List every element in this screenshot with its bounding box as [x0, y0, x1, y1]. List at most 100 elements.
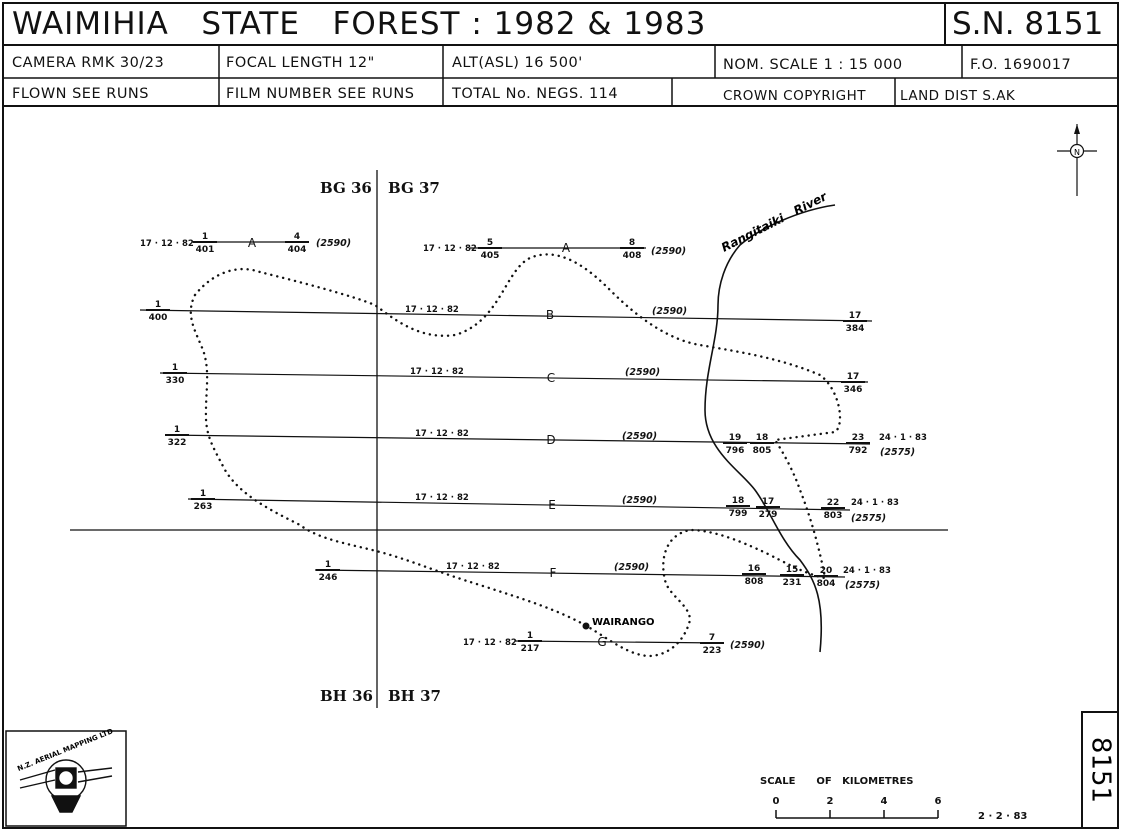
- run-c-end-top: 17: [847, 372, 860, 382]
- sheet-number: S.N. 8151: [952, 6, 1104, 42]
- run-c-start-top: 1: [172, 363, 178, 373]
- scale-tick-0: 0: [773, 796, 780, 807]
- run-c-end-bottom: 346: [844, 385, 863, 395]
- run-g-date: 17 · 12 · 82: [463, 638, 517, 648]
- scale-tick-6: 6: [935, 796, 942, 807]
- run-g-start-top: 1: [527, 631, 533, 641]
- run-f-start-bottom: 246: [319, 573, 338, 583]
- run-d-date: 17 · 12 · 82: [415, 429, 469, 439]
- run-a2-start-top: 5: [487, 238, 493, 248]
- run-d-ext-end-bottom: 792: [849, 446, 868, 456]
- scale-bar: [775, 810, 939, 819]
- side-number: 8151: [1086, 737, 1116, 803]
- scale-tick-2: 2: [827, 796, 834, 807]
- run-e-line: [187, 498, 851, 511]
- run-e-altitude: (2590): [622, 495, 657, 506]
- run-e-start-top: 1: [200, 489, 206, 499]
- run-c-date: 17 · 12 · 82: [410, 367, 464, 377]
- run-d-start-top: 1: [174, 425, 180, 435]
- run-e-end-bottom: 799: [729, 509, 748, 519]
- date-stamp: 2 · 2 · 83: [978, 811, 1027, 822]
- camera-field: CAMERA RMK 30/23: [12, 55, 165, 71]
- run-e-ext-altitude: (2575): [851, 513, 886, 524]
- run-d-altitude: (2590): [622, 431, 657, 442]
- run-a2-end-bottom: 408: [623, 251, 642, 261]
- run-c-start-bottom: 330: [166, 376, 185, 386]
- forest-boundary: [189, 253, 842, 658]
- run-d-end-bottom: 796: [726, 446, 745, 456]
- run-e-date: 17 · 12 · 82: [415, 493, 469, 503]
- run-a1-date: 17 · 12 · 82: [140, 239, 194, 249]
- grid-label-bh37: BH 37: [388, 687, 441, 705]
- aerial-mapping-logo: [19, 759, 113, 813]
- run-d-ext-end-top: 23: [852, 433, 865, 443]
- land-dist-field: LAND DIST S.AK: [900, 88, 1016, 104]
- flown-field: FLOWN SEE RUNS: [12, 86, 149, 102]
- wairango-point: [582, 622, 590, 630]
- north-arrow-icon: [1057, 124, 1097, 196]
- run-d-ext-start-bottom: 805: [753, 446, 772, 456]
- run-g-altitude: (2590): [730, 640, 765, 651]
- run-b-label: B: [546, 308, 554, 322]
- run-f-ext-start-top: 15: [786, 565, 799, 575]
- grid-label-bg36: BG 36: [320, 179, 372, 197]
- run-e-start-bottom: 263: [194, 502, 213, 512]
- run-a2-altitude: (2590): [651, 246, 686, 257]
- run-a1-start-bottom: 401: [196, 245, 215, 255]
- run-b-start-top: 1: [155, 300, 161, 310]
- side-number-box: [1081, 711, 1119, 829]
- run-f-ext-date: 24 · 1 · 83: [843, 566, 891, 576]
- scale-tick-4: 4: [881, 796, 888, 807]
- run-d-start-bottom: 322: [168, 438, 187, 448]
- place-label-wairango: WAIRANGO: [592, 617, 655, 628]
- run-f-start-top: 1: [325, 560, 331, 570]
- run-b-line: [139, 309, 873, 322]
- run-a1-start-top: 1: [202, 232, 208, 242]
- logo-text: N.Z. AERIAL MAPPING LTD: [16, 727, 114, 773]
- run-e-label: E: [548, 498, 556, 512]
- fo-field: F.O. 1690017: [970, 57, 1072, 73]
- run-g-start-bottom: 217: [521, 644, 540, 654]
- run-d-ext-date: 24 · 1 · 83: [879, 433, 927, 443]
- run-f-end-top: 16: [748, 564, 761, 574]
- run-a1-end-bottom: 404: [288, 245, 307, 255]
- run-a1-label: A: [248, 236, 257, 250]
- logo-box: [5, 730, 127, 827]
- run-a2-start-bottom: 405: [481, 251, 500, 261]
- run-f-ext-altitude: (2575): [845, 580, 880, 591]
- run-e-ext-start-top: 17: [762, 497, 775, 507]
- run-f-end-bottom: 808: [745, 577, 764, 587]
- altitude-field: ALT(ASL) 16 500': [452, 55, 583, 71]
- run-b-start-bottom: 400: [149, 313, 168, 323]
- run-b-altitude: (2590): [652, 306, 687, 317]
- run-a1-end-top: 4: [294, 232, 300, 242]
- run-f-ext-end-bottom: 804: [817, 579, 836, 589]
- run-a1-altitude: (2590): [316, 238, 351, 249]
- run-d-ext-start-top: 18: [756, 433, 769, 443]
- run-g-line: [514, 640, 723, 644]
- film-number-field: FILM NUMBER SEE RUNS: [226, 86, 415, 102]
- run-f-label: F: [550, 566, 557, 580]
- scale-title: SCALE OF KILOMETRES: [760, 776, 913, 787]
- river-line: [704, 204, 836, 653]
- run-e-ext-start-bottom: 279: [759, 510, 778, 520]
- run-c-line: [159, 372, 869, 383]
- focal-length-field: FOCAL LENGTH 12": [226, 55, 375, 71]
- total-negs-field: TOTAL No. NEGS. 114: [452, 86, 619, 102]
- run-g-end-top: 7: [709, 633, 715, 643]
- run-a2-date: 17 · 12 · 82: [423, 244, 477, 254]
- run-c-label: C: [547, 371, 555, 385]
- run-b-date: 17 · 12 · 82: [405, 305, 459, 315]
- nominal-scale-field: NOM. SCALE 1 : 15 000: [723, 57, 903, 73]
- copyright-field: CROWN COPYRIGHT: [723, 88, 867, 104]
- north-label: N: [1074, 148, 1080, 157]
- run-d-end-top: 19: [729, 433, 742, 443]
- run-d-label: D: [546, 433, 555, 447]
- run-a2-end-top: 8: [629, 238, 635, 248]
- run-g-label: G: [597, 635, 606, 649]
- grid-label-bg37: BG 37: [388, 179, 440, 197]
